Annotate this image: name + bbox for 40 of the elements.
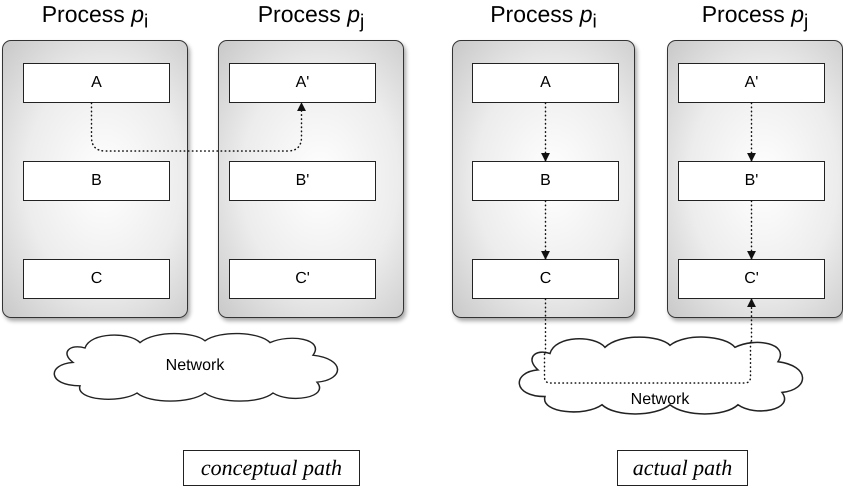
process-heading: Process p$_{i}$ <box>40 1 150 34</box>
component-label: B <box>540 172 551 190</box>
component-box <box>23 259 170 299</box>
caption-text: conceptual path <box>200 455 342 481</box>
process-heading: Process p$_{i}$ <box>489 1 598 34</box>
component-label: B <box>91 172 102 190</box>
component-label: C <box>540 270 552 288</box>
component-box <box>472 63 619 103</box>
dotted-arrow <box>541 200 550 260</box>
component-label: A' <box>296 74 310 92</box>
component-label: C' <box>295 270 310 288</box>
component-label: B' <box>744 172 758 190</box>
dotted-arrow <box>541 102 550 162</box>
cloud-label: Network <box>166 357 224 375</box>
component-box <box>678 63 825 103</box>
dotted-arrow <box>90 102 306 152</box>
component-box <box>23 161 170 201</box>
component-box <box>472 161 619 201</box>
cloud-label: Network <box>630 391 690 409</box>
component-box <box>23 63 170 103</box>
caption-box <box>183 450 360 486</box>
component-label: A <box>540 74 551 92</box>
component-label: A <box>91 74 102 92</box>
dotted-arrow <box>747 200 756 260</box>
component-label: B' <box>296 172 310 190</box>
component-label: C' <box>744 270 759 288</box>
component-box <box>472 259 619 299</box>
dotted-arrow <box>747 102 756 162</box>
component-box <box>229 161 376 201</box>
component-label: C <box>90 270 102 288</box>
component-label: A' <box>744 74 758 92</box>
dotted-arrow <box>747 298 756 342</box>
component-box <box>229 259 376 299</box>
component-box <box>229 63 376 103</box>
process-heading: Process p$_{j}$ <box>700 1 810 34</box>
component-box <box>678 259 825 299</box>
component-box <box>678 161 825 201</box>
caption-text: actual path <box>632 455 732 481</box>
caption-box <box>617 450 748 486</box>
process-heading: Process p$_{j}$ <box>256 1 366 34</box>
